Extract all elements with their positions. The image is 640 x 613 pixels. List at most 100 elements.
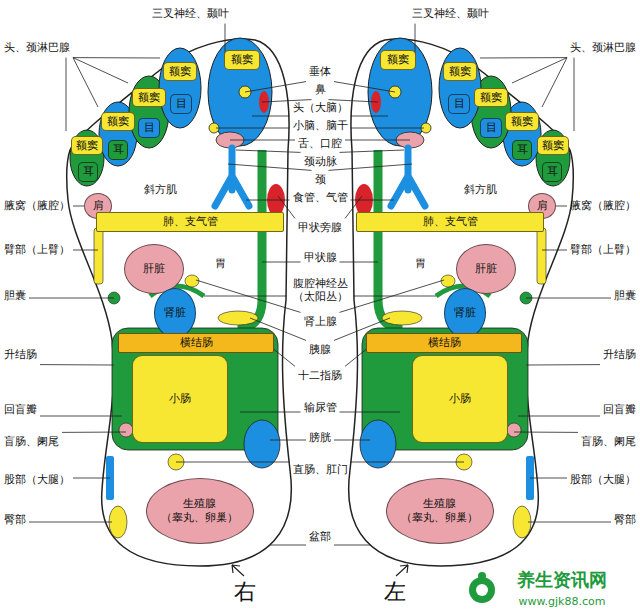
zone-box: 额窦 xyxy=(537,136,569,155)
leader-line xyxy=(334,545,370,546)
zone-box: 耳 xyxy=(78,162,98,182)
leader-line xyxy=(528,522,611,523)
zone-text: 肾脏 xyxy=(164,306,186,320)
leader-line xyxy=(480,57,567,58)
part-label: 腹腔神经丛（太阳丛） xyxy=(290,277,350,303)
part-label: 舌、口腔 xyxy=(298,137,342,150)
zone-text: 额窦 xyxy=(169,65,191,79)
part-label: 十二指肠 xyxy=(298,369,342,382)
zone-box: 横结肠 xyxy=(366,333,522,353)
leader-line xyxy=(40,364,114,365)
zone-text: 肺、支气管 xyxy=(423,215,478,229)
part-label: 盲肠、阑尾 xyxy=(4,435,59,448)
zone-box: 额窦 xyxy=(505,112,539,131)
leader-line xyxy=(518,416,600,417)
zone-text: 横结肠 xyxy=(180,336,213,350)
zone-text: 耳 xyxy=(113,143,124,157)
zone-text: 肝脏 xyxy=(475,262,497,276)
part-label: 直肠、肛门 xyxy=(293,463,348,476)
leader-line xyxy=(73,58,128,83)
zone-text: 耳 xyxy=(547,165,558,179)
zone-box: 额窦 xyxy=(101,112,135,131)
zone-text: 额窦 xyxy=(231,53,253,67)
zone-text: 目 xyxy=(486,121,497,135)
zone-text: 小肠 xyxy=(449,392,471,406)
side-mark: 右 xyxy=(234,579,256,605)
leader-line xyxy=(526,364,600,365)
leader-line xyxy=(228,164,312,170)
zone-box: 额窦 xyxy=(132,88,166,107)
part-label: 三叉神经、颞叶 xyxy=(412,7,489,20)
leader-line xyxy=(526,298,611,299)
part-label: 臂部（上臂） xyxy=(4,243,70,256)
leader-line xyxy=(351,128,425,129)
leader-line xyxy=(512,58,567,83)
part-label: 颈 xyxy=(315,173,326,186)
zone-text: （睾丸、卵巢） xyxy=(161,511,238,525)
part-label: 食管、气管 xyxy=(293,191,348,204)
zone-box: 胃 xyxy=(205,252,235,276)
zone-text: 额窦 xyxy=(138,91,160,105)
leader-line xyxy=(252,116,290,117)
zone-box: 小肠 xyxy=(412,355,508,443)
leader-line xyxy=(236,150,301,152)
leader-line xyxy=(351,462,465,463)
zone-text: 耳 xyxy=(83,165,94,179)
zone-box: 横结肠 xyxy=(118,333,274,353)
zone-text: 生殖腺 xyxy=(423,497,456,511)
leader-line xyxy=(40,416,122,417)
leader-line xyxy=(574,58,575,131)
zone-box: 斜方肌 xyxy=(120,178,200,202)
zone-text: 斜方肌 xyxy=(464,183,497,197)
part-label: 甲状腺 xyxy=(304,251,337,264)
zone-text: 肺、支气管 xyxy=(163,215,218,229)
part-label: 垂体 xyxy=(309,65,331,78)
right-foot xyxy=(67,38,292,576)
leader-line xyxy=(73,250,98,251)
part-label: 胆囊 xyxy=(4,289,26,302)
zone-box: 肺、支气管 xyxy=(96,212,284,232)
leader-line xyxy=(62,432,126,433)
zone-text: 斜方肌 xyxy=(144,183,177,197)
zone-text: 生殖腺 xyxy=(183,497,216,511)
zone-box: 耳 xyxy=(512,140,532,160)
part-label: 输尿管 xyxy=(304,401,337,414)
leader-line xyxy=(196,280,301,312)
leader-line xyxy=(73,206,84,207)
zone-text: 目 xyxy=(454,97,465,111)
zone-text: 额窦 xyxy=(107,115,129,129)
zone-text: 额窦 xyxy=(511,115,533,129)
zone-box: 耳 xyxy=(108,140,128,160)
leader-line xyxy=(262,262,301,263)
side-mark: 左 xyxy=(384,579,406,605)
part-label: 回盲瓣 xyxy=(4,403,37,416)
leader-line xyxy=(73,58,98,107)
leader-line xyxy=(514,432,578,433)
leader-line xyxy=(270,440,306,441)
zone-text: 目 xyxy=(176,97,187,111)
zone-text: 肝脏 xyxy=(143,262,165,276)
leader-line xyxy=(340,150,405,152)
zone-box: 额窦 xyxy=(224,50,260,70)
zone-text: 肩 xyxy=(93,199,104,213)
part-label: 小脑、脑干 xyxy=(293,119,348,132)
zone-box: 额窦 xyxy=(380,50,416,70)
zone-box: 肾脏 xyxy=(444,288,486,338)
zone-text: 小肠 xyxy=(169,392,191,406)
zone-text: 横结肠 xyxy=(428,336,461,350)
watermark-logo xyxy=(469,572,495,603)
part-label: 甲状旁腺 xyxy=(298,221,342,234)
leader-line xyxy=(29,298,114,299)
leader-line xyxy=(176,462,290,463)
leader-line xyxy=(230,140,295,141)
zone-text: 耳 xyxy=(517,143,528,157)
part-label: 升结肠 xyxy=(4,348,37,361)
zone-text: 额窦 xyxy=(76,139,98,153)
watermark: www.gjk88.com xyxy=(519,595,606,608)
part-label: 头（大脑） xyxy=(293,101,348,114)
zone-box: 耳 xyxy=(542,162,562,182)
zone-box: 额窦 xyxy=(71,136,103,155)
leader-line xyxy=(270,545,306,546)
part-label: 臀部 xyxy=(614,513,636,526)
